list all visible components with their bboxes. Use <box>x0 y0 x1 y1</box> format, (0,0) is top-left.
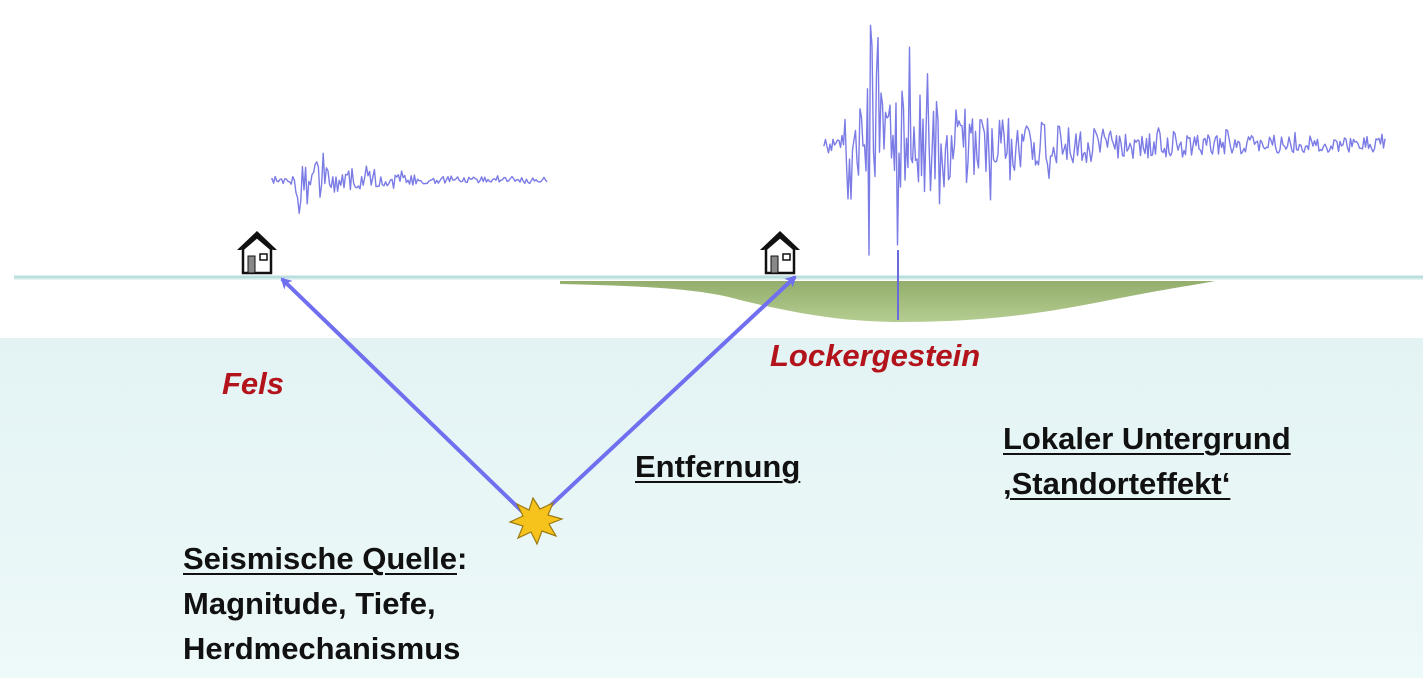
ground-layer <box>0 338 1423 678</box>
label-site-effect: ‚Standorteffekt‘ <box>1003 466 1231 501</box>
seismogram-soil <box>823 24 1386 256</box>
explosion-star-icon <box>508 496 564 546</box>
sediment-basin <box>560 281 1215 322</box>
label-source-line2: Magnitude, Tiefe, <box>183 586 436 621</box>
label-rock: Fels <box>222 366 285 401</box>
house-icon <box>760 231 800 275</box>
label-seismic-source: Seismische Quelle: Magnitude, Tiefe, Her… <box>183 536 467 671</box>
house-icon <box>237 231 277 275</box>
label-source-colon: : <box>456 541 468 576</box>
label-local-ground: Lokaler Untergrund ‚Standorteffekt‘ <box>1003 416 1291 506</box>
label-distance: Entfernung <box>635 449 801 484</box>
ray-to-soil-site <box>531 275 797 524</box>
label-source-title: Seismische Quelle <box>183 541 457 576</box>
label-local-ground-line1: Lokaler Untergrund <box>1003 421 1291 456</box>
ray-to-rock-site <box>280 277 535 524</box>
seismogram-rock <box>271 152 548 214</box>
label-soft-soil: Lockergestein <box>770 338 981 373</box>
label-source-line3: Herdmechanismus <box>183 631 461 666</box>
